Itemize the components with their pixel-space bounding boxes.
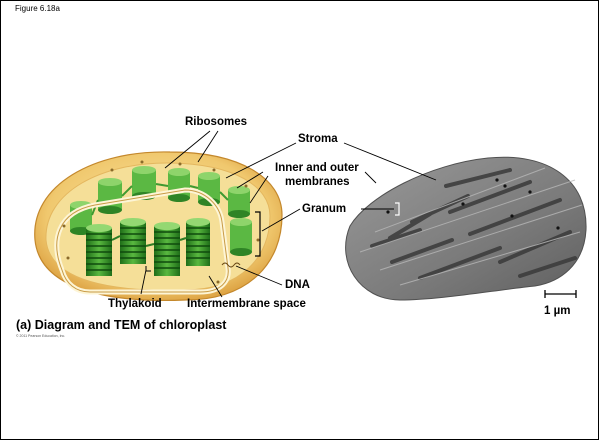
chloroplast-diagram <box>35 152 282 300</box>
label-intermembrane: Intermembrane space <box>187 298 306 310</box>
label-dna: DNA <box>285 279 310 291</box>
figure-caption: (a) Diagram and TEM of chloroplast <box>16 318 226 332</box>
label-inner-outer-2: membranes <box>285 176 350 188</box>
label-stroma: Stroma <box>298 133 338 145</box>
tem-micrograph <box>346 157 586 300</box>
label-scale-bar: 1 µm <box>544 305 570 317</box>
label-thylakoid: Thylakoid <box>108 298 162 310</box>
copyright-notice: © 2011 Pearson Education, Inc. <box>16 334 65 338</box>
scale-bar <box>545 290 576 298</box>
label-granum: Granum <box>302 203 346 215</box>
label-ribosomes: Ribosomes <box>185 116 247 128</box>
label-inner-outer-1: Inner and outer <box>275 162 359 174</box>
